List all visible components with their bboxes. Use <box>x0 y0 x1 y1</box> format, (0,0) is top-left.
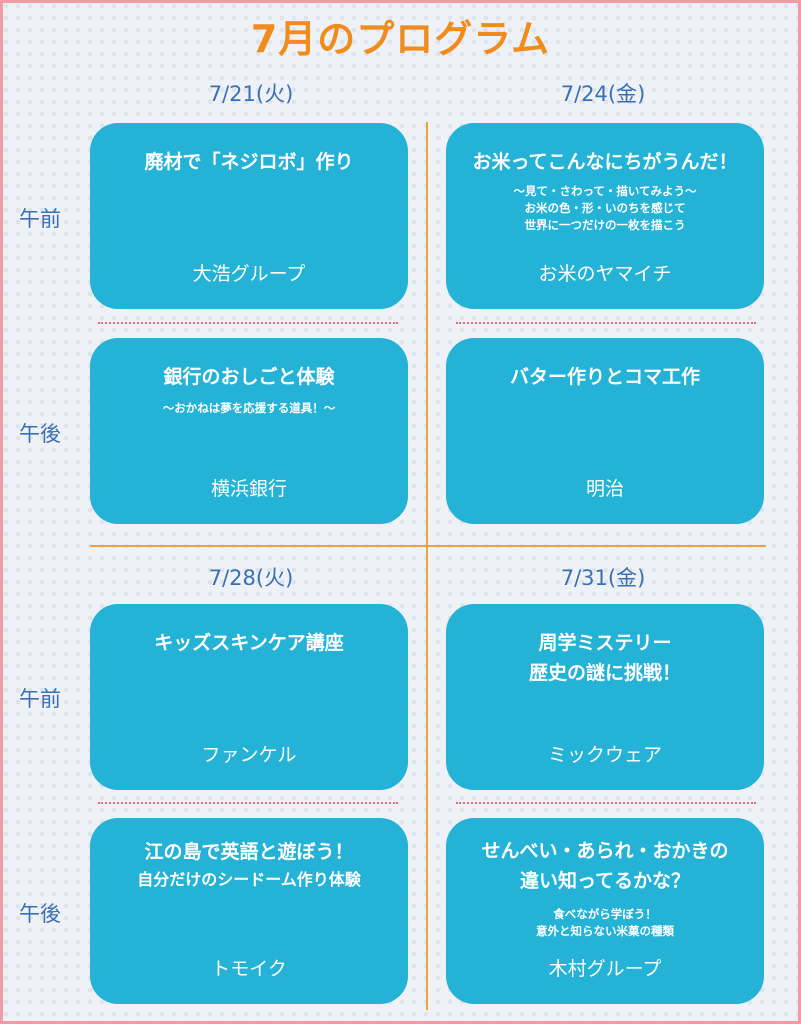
program-subtitle: 〜おかねは夢を応援する道具！〜 <box>162 401 336 415</box>
program-title: 銀行のおしごと体験 <box>163 366 335 388</box>
program-organizer: お米のヤマイチ <box>538 263 672 285</box>
program-card-p8: せんべい・あられ・おかきの 違い知ってるかな？ 食べながら学ぼう！ 意外と知らな… <box>446 818 764 1004</box>
program-title: キッズスキンケア講座 <box>154 632 344 654</box>
dotted-separator <box>456 802 756 804</box>
program-organizer: ファンケル <box>201 744 297 766</box>
program-title: 周学ミステリー 歴史の謎に挑戦！ <box>528 632 681 684</box>
program-card-p5: キッズスキンケア講座 ファンケル <box>90 604 408 790</box>
date-label-2: 7/24(金) <box>560 82 646 106</box>
dotted-separator <box>98 802 398 804</box>
period-label-pm-1: 午後 <box>19 422 61 446</box>
date-label-3: 7/28(火) <box>208 566 294 590</box>
program-title: バター作りとコマ工作 <box>509 366 700 388</box>
vertical-divider <box>426 122 428 1010</box>
horizontal-divider <box>90 545 766 547</box>
dotted-separator <box>98 322 398 324</box>
period-label-am-2: 午前 <box>19 687 61 711</box>
dotted-separator <box>456 322 756 324</box>
program-organizer: 明治 <box>585 478 624 500</box>
date-label-4: 7/31(金) <box>560 566 646 590</box>
program-card-p3: 銀行のおしごと体験 〜おかねは夢を応援する道具！〜 横浜銀行 <box>90 338 408 524</box>
page-title: 7月のプログラム <box>250 17 551 61</box>
program-subtitle: 食べながら学ぼう！ 意外と知らない米菓の種類 <box>536 907 674 938</box>
date-label-1: 7/21(火) <box>208 82 294 106</box>
program-subtitle: 〜見て・さわって・描いてみよう〜 お米の色・形・いのちを感じて 世界に一つだけの… <box>513 184 697 232</box>
program-title: お米ってこんなにちがうんだ！ <box>472 151 738 173</box>
program-organizer: 大浩グループ <box>192 263 306 285</box>
program-card-p4: バター作りとコマ工作 明治 <box>446 338 764 524</box>
program-title: 廃材で「ネジロボ」作り <box>144 151 354 173</box>
period-label-am-1: 午前 <box>19 207 61 231</box>
program-title: せんべい・あられ・おかきの 違い知ってるかな？ <box>481 840 729 892</box>
program-organizer: 木村グループ <box>548 958 662 980</box>
program-card-p1: 廃材で「ネジロボ」作り 大浩グループ <box>90 123 408 309</box>
program-title: 江の島で英語と遊ぼう！ 自分だけのシードーム作り体験 <box>137 841 361 889</box>
program-card-p2: お米ってこんなにちがうんだ！ 〜見て・さわって・描いてみよう〜 お米の色・形・い… <box>446 123 764 309</box>
program-organizer: ミックウェア <box>547 744 662 766</box>
program-organizer: 横浜銀行 <box>210 478 287 500</box>
program-card-p7: 江の島で英語と遊ぼう！ 自分だけのシードーム作り体験 トモイク <box>90 818 408 1004</box>
program-card-p6: 周学ミステリー 歴史の謎に挑戦！ ミックウェア <box>446 604 764 790</box>
program-organizer: トモイク <box>211 958 287 980</box>
period-label-pm-2: 午後 <box>19 902 61 926</box>
